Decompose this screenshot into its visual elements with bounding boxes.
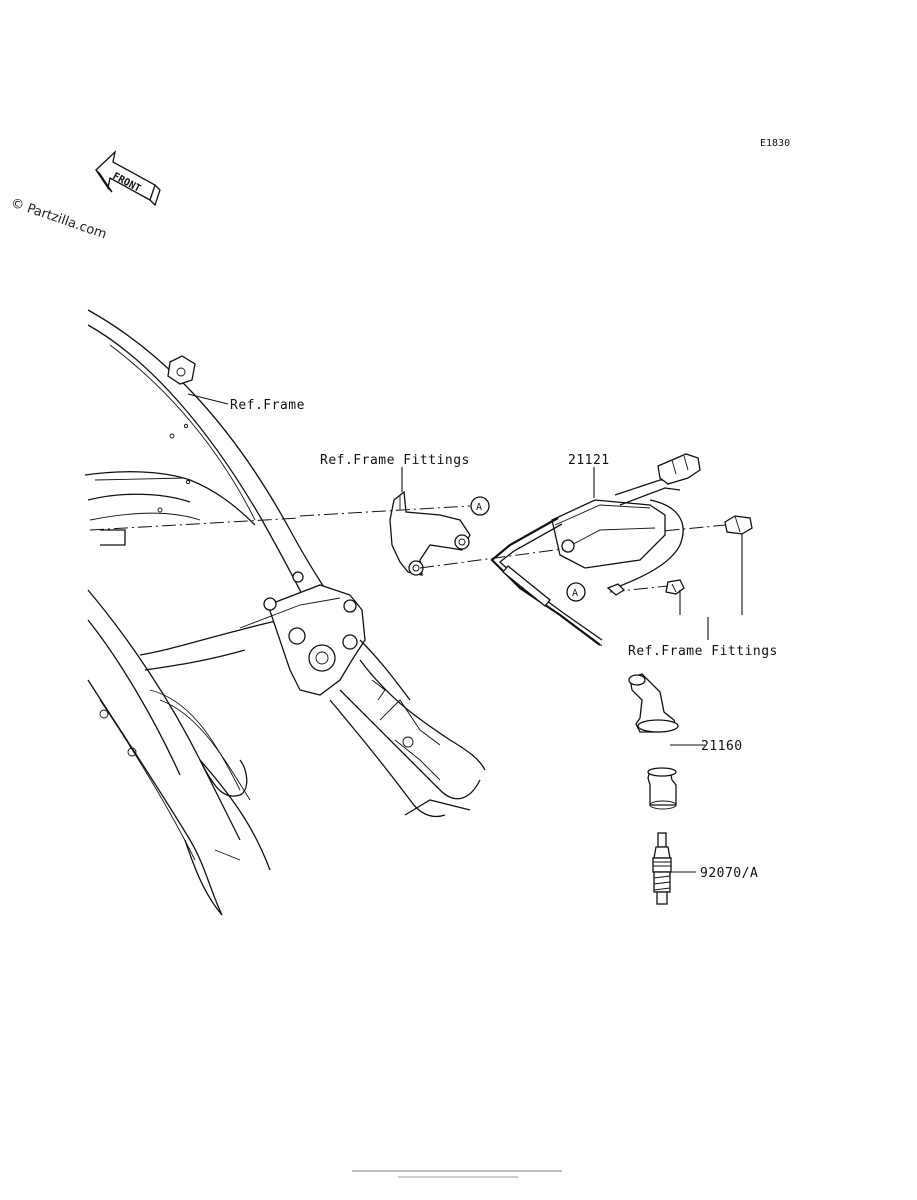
mount-line-1	[299, 505, 471, 517]
coil-bracket	[389, 490, 471, 576]
svg-text:A: A	[476, 502, 482, 513]
leader-ref-frame	[187, 393, 229, 405]
leader-fittings-right	[679, 534, 743, 640]
callout-coil-part: 21121	[568, 453, 610, 468]
mount-bolt-center	[665, 579, 685, 595]
callout-ref-frame-fittings-right: Ref.Frame Fittings	[628, 644, 778, 659]
callout-ref-frame-fittings-top: Ref.Frame Fittings	[320, 453, 470, 468]
diagram-code: E1830	[760, 138, 790, 149]
svg-text:A: A	[572, 588, 578, 599]
plug-cap	[628, 673, 679, 733]
ignition-coil	[551, 453, 701, 596]
frame-drawing	[84, 309, 486, 916]
marker-a-top: A	[470, 496, 490, 516]
high-tension-lead	[490, 517, 603, 647]
partzilla-watermark: © Partzilla.com	[9, 196, 109, 243]
callout-ref-frame: Ref.Frame	[230, 398, 305, 413]
front-arrow-label: FRONT	[111, 171, 143, 195]
front-arrow-icon: FRONT	[95, 150, 161, 207]
footer-copyright-line-2	[398, 1176, 518, 1178]
callout-cap-part: 21160	[701, 739, 743, 754]
marker-a-lower: A	[566, 582, 586, 602]
callout-plug-part: 92070/A	[700, 866, 758, 881]
plug-boot	[647, 767, 677, 810]
mount-bolt-right	[724, 515, 753, 535]
footer-copyright-line	[352, 1170, 562, 1172]
mount-line-1b	[89, 517, 301, 531]
spark-plug	[652, 832, 672, 905]
